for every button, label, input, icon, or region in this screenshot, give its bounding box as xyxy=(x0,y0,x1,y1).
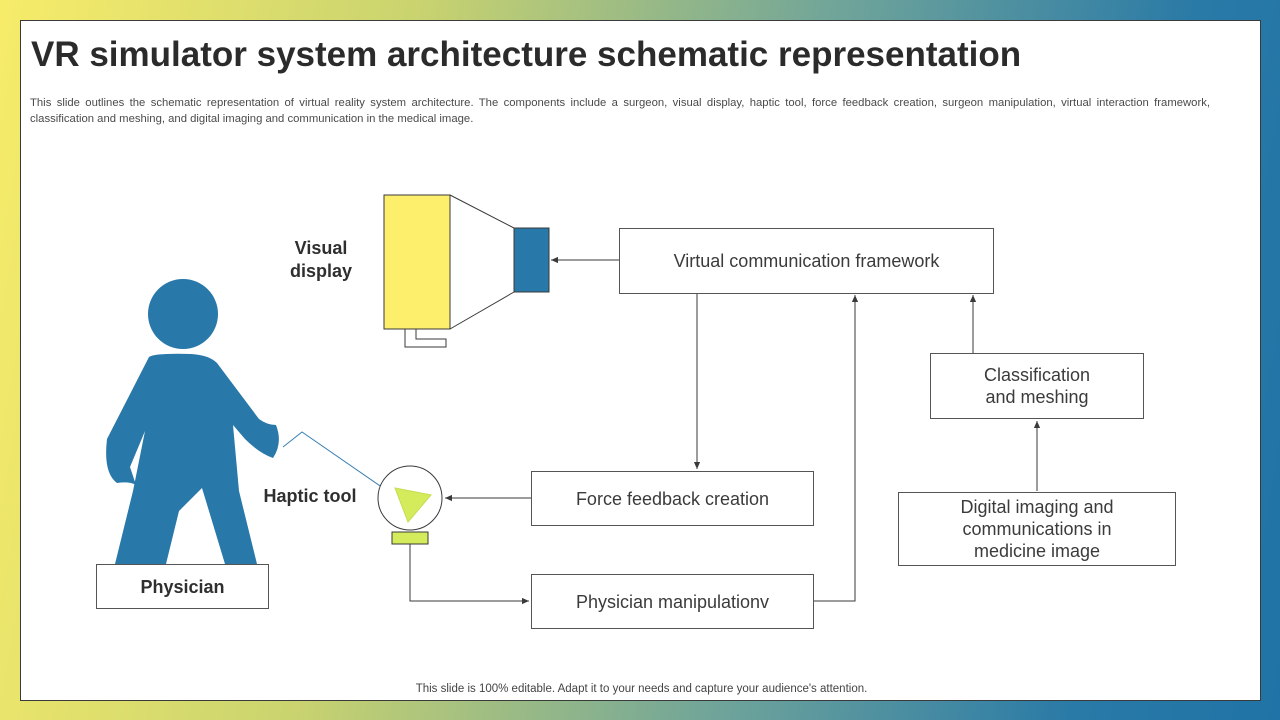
physician-box: Physician xyxy=(96,564,269,609)
haptic-tool-label: Haptic tool xyxy=(263,486,357,506)
visual-display-label: Visual display xyxy=(289,238,353,281)
architecture-diagram xyxy=(106,194,1041,605)
hand-to-haptic-line xyxy=(282,431,400,500)
visual-display-icon xyxy=(383,194,550,348)
connectors xyxy=(409,256,1041,605)
haptic-tool-icon xyxy=(377,465,443,545)
slide-footer: This slide is 100% editable. Adapt it to… xyxy=(415,683,868,695)
slide-description: This slide outlines the schematic repres… xyxy=(30,97,1210,125)
physician-icon xyxy=(106,279,279,564)
edge-manipulation-to-framework xyxy=(813,295,859,602)
physician-manipulation-box: Physician manipulationv xyxy=(531,574,814,629)
edge-haptic-to-manipulation xyxy=(409,544,529,605)
slide-title: VR simulator system architecture schemat… xyxy=(31,35,1022,74)
digital-imaging-box: Digital imaging and communications in me… xyxy=(898,492,1176,566)
force-feedback-box: Force feedback creation xyxy=(531,471,814,526)
virtual-framework-box: Virtual communication framework xyxy=(619,228,994,294)
slide: VR simulator system architecture schemat… xyxy=(20,20,1261,701)
classification-box: Classification and meshing xyxy=(930,353,1144,419)
